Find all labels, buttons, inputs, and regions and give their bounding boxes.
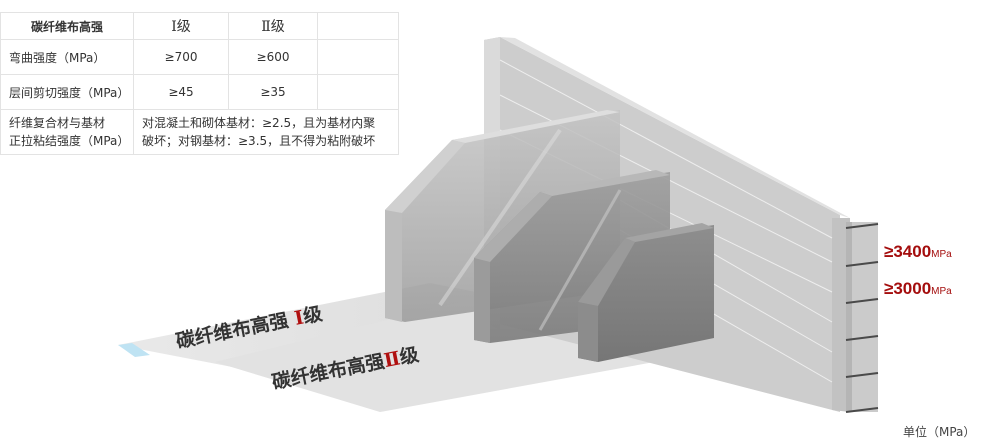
row-label: 层间剪切强度（MPa） — [0, 74, 134, 110]
value-number: ≥3400 — [884, 242, 932, 261]
spec-table: 碳纤维布高强 Ⅰ级 Ⅱ级 弯曲强度（MPa） ≥700 ≥600 层间剪切强度（… — [0, 12, 399, 155]
bond-label: 纤维复合材与基材 正拉粘结强度（MPa） — [0, 109, 134, 155]
grade2-strength-value: ≥3000MPa — [884, 279, 952, 299]
bond-label-line1: 纤维复合材与基材 — [9, 116, 106, 130]
bond-value-line1: 对混凝土和砌体基材：≥2.5，且为基材内聚 — [142, 116, 376, 130]
header-extra — [317, 12, 399, 40]
bond-value: 对混凝土和砌体基材：≥2.5，且为基材内聚 破坏；对钢基材：≥3.5，且不得为粘… — [133, 109, 399, 155]
grade2-label-suffix: 级 — [397, 343, 421, 369]
value-unit: MPa — [931, 286, 952, 297]
unit-note: 单位（MPa） — [903, 425, 976, 439]
row-grade1: ≥45 — [133, 74, 229, 110]
value-unit: MPa — [931, 249, 952, 260]
grade1-strength-value: ≥3400MPa — [884, 242, 952, 262]
table-header-row: 碳纤维布高强 Ⅰ级 Ⅱ级 — [0, 12, 399, 40]
base-block — [578, 223, 714, 362]
table-row: 层间剪切强度（MPa） ≥45 ≥35 — [0, 74, 399, 110]
header-title: 碳纤维布高强 — [0, 12, 134, 40]
table-row-bond: 纤维复合材与基材 正拉粘结强度（MPa） 对混凝土和砌体基材：≥2.5，且为基材… — [0, 109, 399, 155]
grade1-label-suffix: 级 — [301, 302, 325, 329]
value-number: ≥3000 — [884, 279, 932, 298]
value-column — [845, 222, 879, 413]
table-row: 弯曲强度（MPa） ≥700 ≥600 — [0, 39, 399, 75]
bond-label-line2: 正拉粘结强度（MPa） — [9, 134, 130, 148]
bond-value-line2: 破坏；对钢基材：≥3.5，且不得为粘附破坏 — [142, 134, 376, 148]
header-grade1: Ⅰ级 — [133, 12, 229, 40]
row-extra — [317, 74, 399, 110]
row-grade2: ≥600 — [228, 39, 318, 75]
row-grade2: ≥35 — [228, 74, 318, 110]
